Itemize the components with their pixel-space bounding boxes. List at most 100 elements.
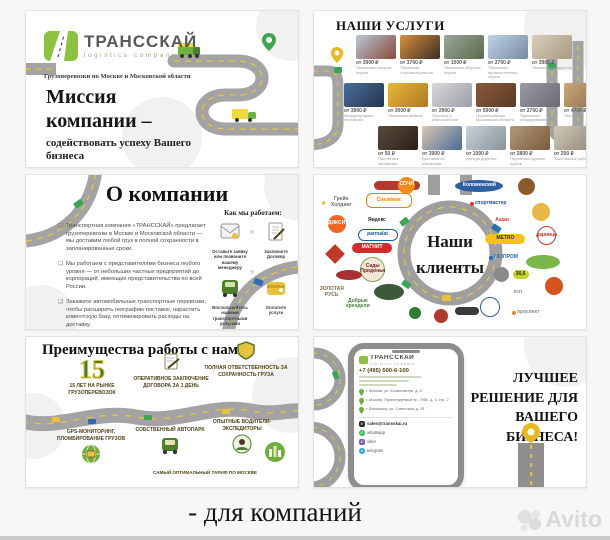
mission-lead: содействовать успеху Вашего бизнеса [46, 137, 191, 163]
service-photo [532, 35, 572, 59]
service-price: от 3900 ₽ [356, 60, 379, 66]
service-price: от 1000 ₽ [466, 150, 489, 157]
client-logo [455, 307, 480, 316]
checkbox-icon: ❑ [58, 299, 63, 306]
step-contract: Заключите Договор [258, 222, 294, 270]
address-row: г. Балашиха, ул. Советская, д. 35 [359, 406, 453, 414]
road-vehicle [332, 370, 339, 380]
service-card: от 5900 ₽Грузоперевозки Московская облас… [476, 82, 516, 123]
client-logo-магнит: МАГНИТ [352, 242, 393, 253]
divider [359, 416, 453, 418]
brand-tagline: logistics company [370, 361, 416, 366]
text-placeholder [359, 375, 421, 378]
brand-logo: ТРАНССКАЙ logistics company [359, 355, 453, 366]
advantage-tariff: Самый оптимальный тариф по Москве [153, 470, 257, 475]
client-logo [493, 267, 509, 283]
client-logo [545, 276, 564, 295]
service-photo [520, 82, 560, 107]
client-logo [409, 307, 422, 320]
email-address: sales@transskai.ru [367, 421, 408, 426]
viber-label: viber [367, 439, 377, 444]
city-icon [265, 442, 285, 462]
service-price: от 3000 ₽ [388, 107, 411, 114]
client-logo-parmalat: parmalat [357, 228, 398, 241]
service-price: от 2900 ₽ [432, 107, 455, 114]
service-card: от 50 ₽Паллетные перевозки [378, 125, 418, 166]
service-card: от 3900 ₽Перевозки продуктов [532, 35, 572, 80]
phone-notch [392, 350, 420, 353]
service-price: от 2700 ₽ [520, 107, 543, 114]
service-description: Грузоперевозки Московская область [476, 112, 514, 123]
step-use-services: Воспользуйтесь нашими транспортными услу… [212, 278, 248, 326]
service-card: от 3900 ₽Междугородние перевозки [344, 82, 384, 123]
step-request: Оставьте заявку или позвоните нашему мен… [212, 222, 248, 270]
client-logo-спелёнок: Спелёнок [365, 193, 412, 209]
service-price: от 3900 ₽ [422, 150, 445, 157]
service-card: от 2700 ₽Перевозка промышленных грузов [488, 35, 528, 80]
service-card: от 3700 ₽Перевозки стройматериалов [400, 35, 440, 80]
service-price: от 2700 ₽ [488, 60, 511, 66]
service-description: Доставка из магазинов [422, 155, 445, 166]
checkbox-icon: ❑ [58, 261, 63, 268]
request-icon [220, 223, 240, 239]
map-pin-icon [359, 388, 364, 396]
avito-logo-icon [518, 509, 542, 531]
screenshot-bottom-edge [0, 536, 610, 540]
service-photo [488, 35, 528, 59]
contract-icon [164, 353, 180, 370]
client-logo [373, 284, 404, 301]
service-description: Перевозка сборных грузов [444, 65, 481, 75]
step-pay: Оплатите услуги [258, 278, 294, 326]
brand-tagline: logistics company [84, 52, 178, 59]
services-row: от 3900 ₽Междугородние перевозки от 3000 … [344, 82, 586, 123]
client-logo-mark [512, 310, 517, 315]
map-pin-icon [522, 423, 540, 443]
brand-name: ТРАНССКАЙ [370, 355, 415, 361]
brand-name: ТРАНССКАЙ [84, 32, 198, 51]
how-we-work: Как мы работаем: Оставьте заявку или поз… [212, 209, 294, 326]
address-row: г. Москва, ул. Космонавтов, д. 8 [359, 388, 453, 396]
slide-about: О компании ❑Транспортная компания «ТРАНС… [25, 174, 299, 330]
client-logo-дикси: ДИКСИ [327, 215, 346, 234]
client-logo [479, 296, 500, 317]
brand-logo: ТРАНССКАЙ logistics company [44, 31, 197, 61]
about-bullets: ❑Транспортная компания «ТРАНССКАЙ» предл… [58, 223, 210, 329]
email-row: ✉ sales@transskai.ru [359, 420, 453, 427]
service-card: от 4700 ₽Переезды [564, 82, 586, 123]
service-card: от 3900 ₽Перевозки сыпучих грузов [356, 35, 396, 80]
mission-subtitle: Грузоперевозки по Москве и Московской об… [44, 73, 191, 80]
telegram-row: ➤ telegram [359, 447, 453, 454]
chevrons-icon: » [250, 267, 255, 276]
client-logo [531, 202, 550, 221]
service-photo [554, 125, 586, 150]
client-logo-mark [469, 201, 474, 206]
advantages-title: Преимущества работы с нами [42, 342, 247, 358]
service-photo [344, 82, 384, 107]
service-price: от 200 ₽ [554, 150, 574, 157]
service-photo [510, 125, 550, 150]
client-logo [433, 308, 448, 323]
advantage-years: 15 15 лет на рынке грузоперевозок [52, 356, 132, 396]
client-logo-проспект: проспект [510, 309, 542, 317]
slide-advantages: Преимущества работы с нами 15 15 лет на … [25, 336, 299, 488]
service-price: от 50 ₽ [378, 150, 395, 157]
services-title: НАШИ УСЛУГИ [336, 18, 445, 33]
service-price: от 3900 ₽ [344, 107, 367, 114]
service-description: Грузчики и разнорабочие [432, 112, 459, 123]
service-price: от 3900 ₽ [532, 60, 555, 66]
client-logo-золотая-русь: ЗОЛОТАЯ РУСЬ [319, 286, 344, 298]
advantage-gps: GPS-мониторинг, пломбирование грузов [48, 429, 134, 469]
service-description: Перевозка промышленных грузов [488, 65, 518, 80]
image-caption: - для компаний [188, 497, 362, 527]
checkbox-icon: ❑ [58, 223, 63, 229]
service-description: Перевозка хрупких грузов [510, 155, 546, 166]
service-card: от 200 ₽Такелажные работы [554, 125, 586, 166]
service-card: от 2700 ₽Перевозка оборудования [520, 82, 560, 123]
client-logo-mark [488, 256, 493, 261]
driver-icon [232, 434, 252, 454]
map-pin-icon [359, 397, 364, 405]
client-logo [335, 270, 362, 281]
client-logo-грейн-холдинг: Грейн Холдинг [322, 196, 356, 209]
